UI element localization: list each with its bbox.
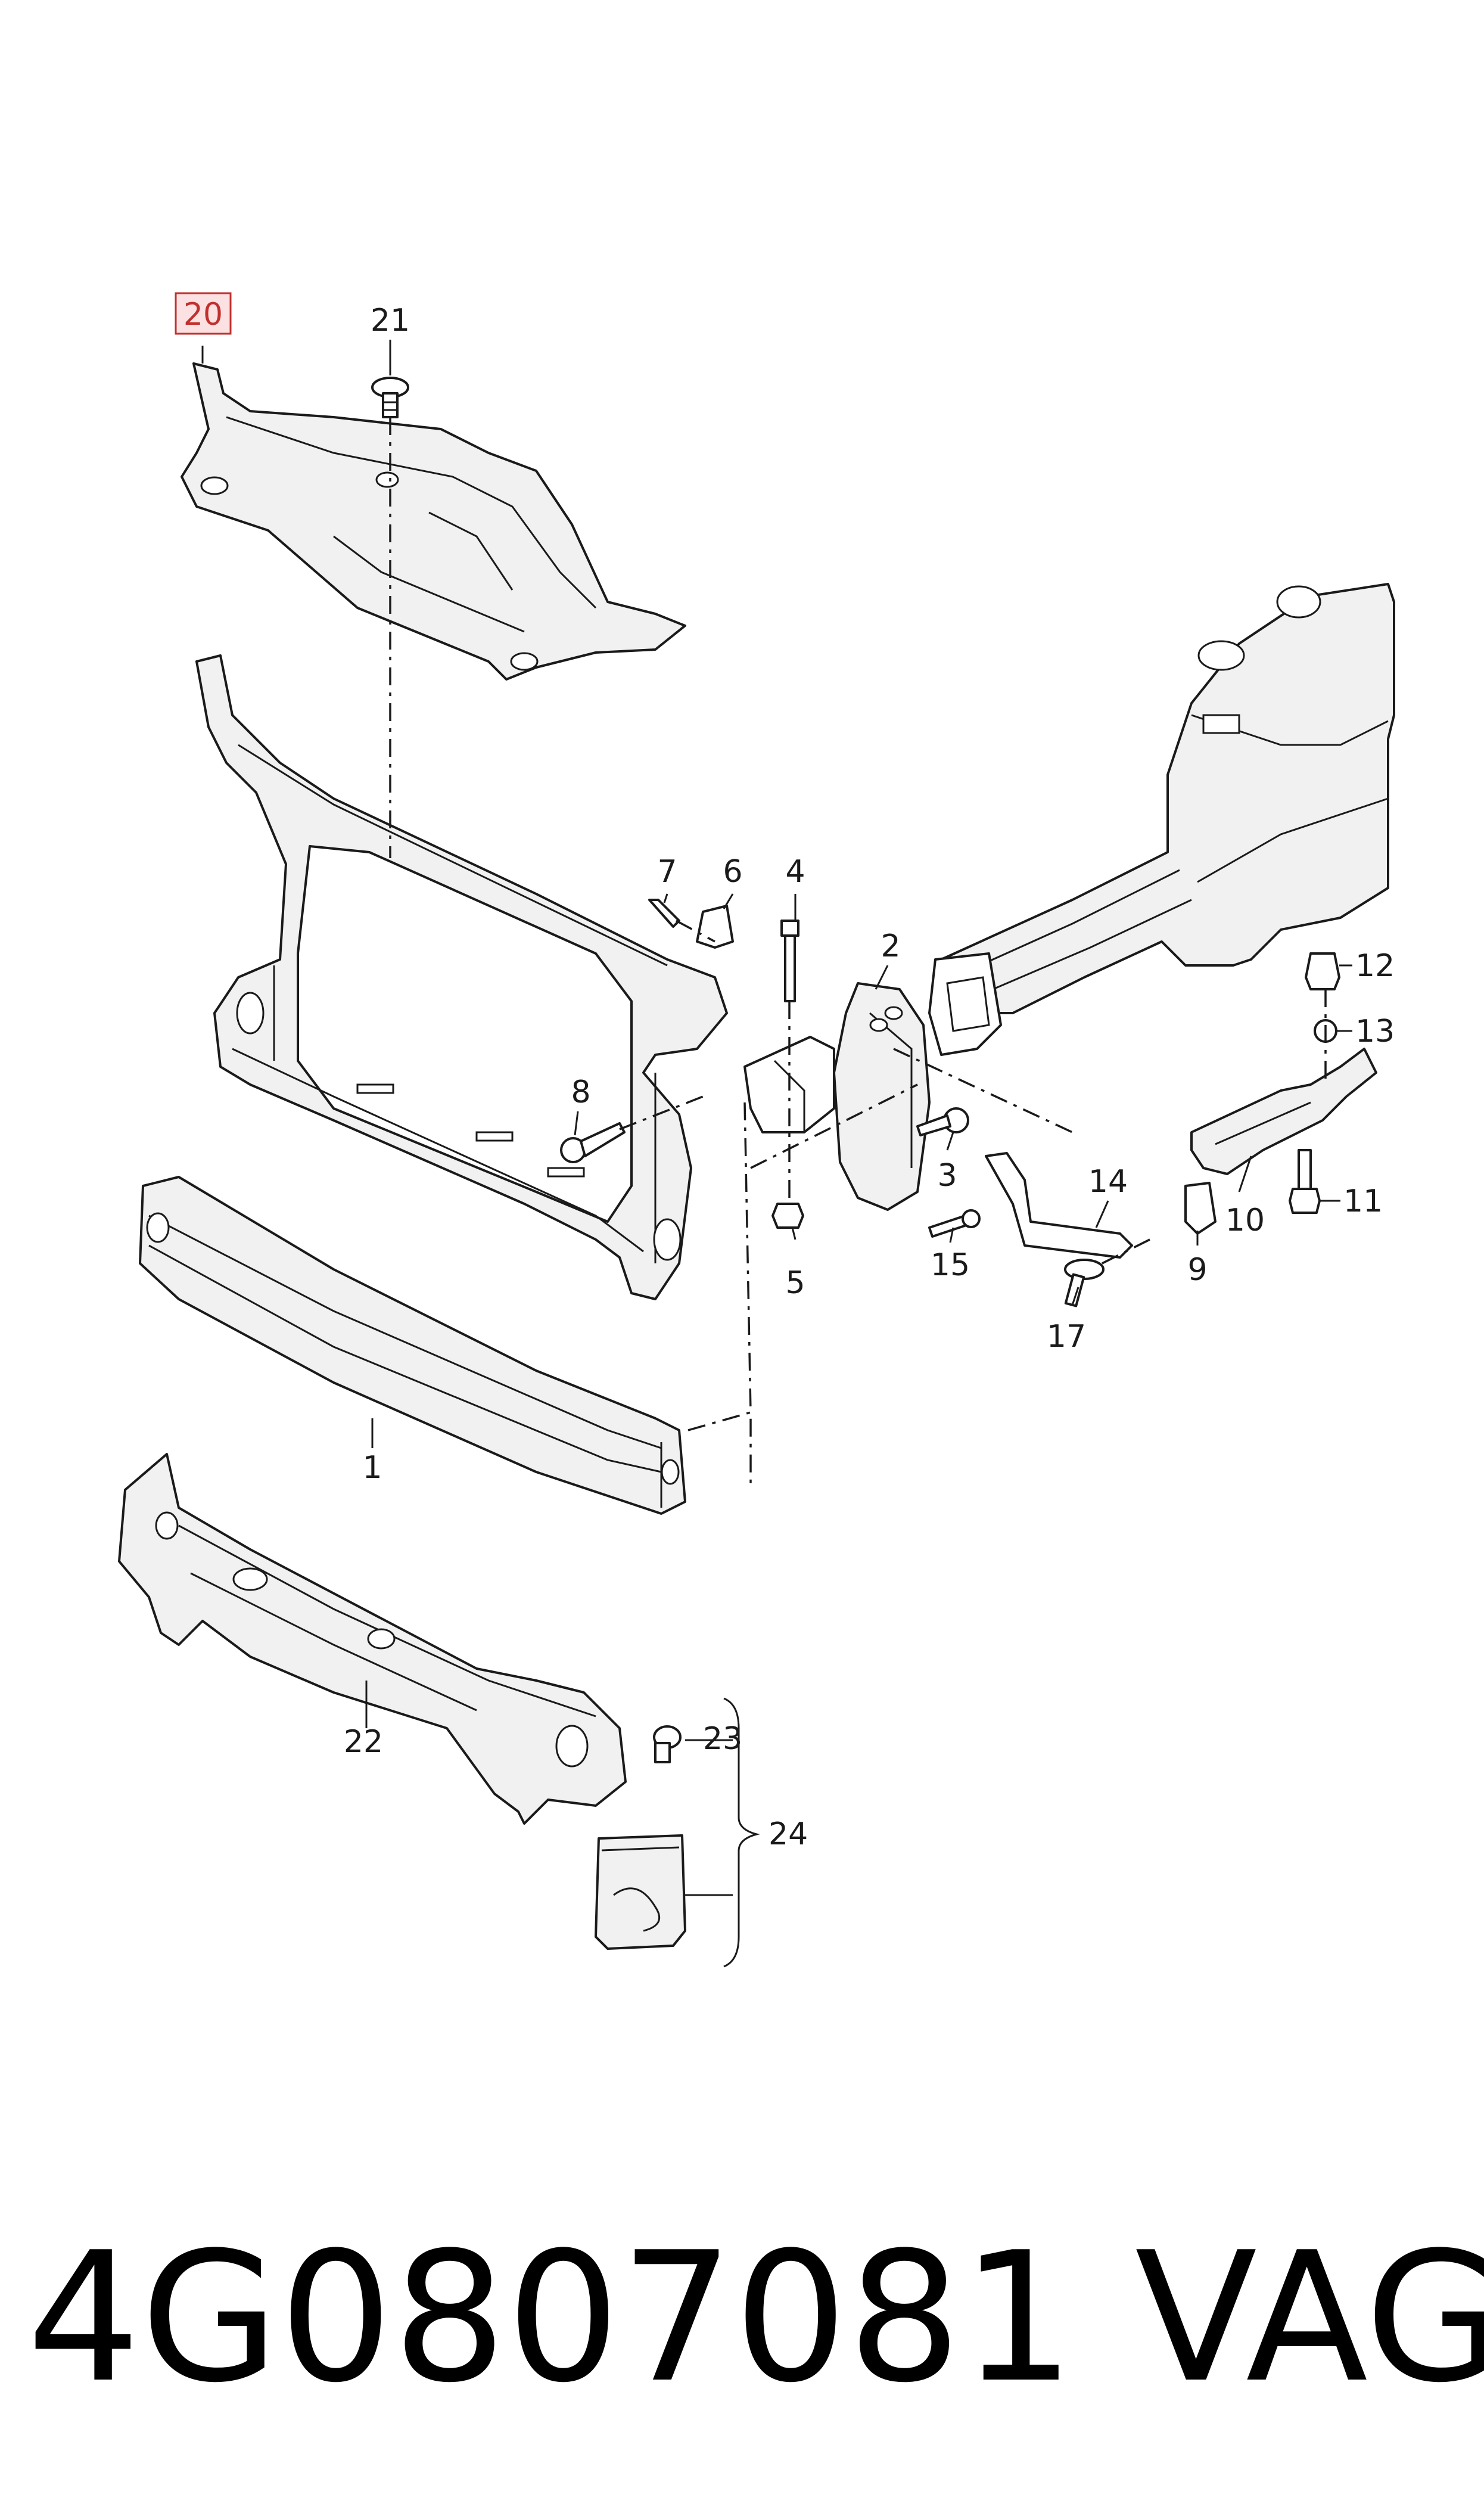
callout-7[interactable]: 7 [657, 854, 677, 890]
part-number-label: 4G0807081 [27, 2214, 1075, 2422]
part-17-screw[interactable] [1064, 1259, 1105, 1307]
assembly-lines [389, 417, 1327, 1490]
part-8-screw[interactable] [560, 1122, 626, 1163]
part-3-screw[interactable] [916, 1107, 969, 1136]
part-15-screw[interactable] [928, 1209, 981, 1238]
part-1-bumper-beam[interactable] [139, 1176, 686, 1515]
callout-15[interactable]: 15 [931, 1247, 970, 1283]
callout-2[interactable]: 2 [881, 928, 900, 964]
part-23-clip[interactable] [653, 1725, 682, 1763]
callout-3[interactable]: 3 [937, 1158, 957, 1194]
part-11-bolt[interactable] [1289, 1149, 1321, 1214]
part-21-clip[interactable] [371, 377, 409, 418]
caption: 4G0807081 VAG [27, 2199, 1484, 2437]
part-7-screw[interactable] [648, 899, 680, 928]
callout-20-highlight [175, 292, 232, 335]
part-4-bolt[interactable] [780, 920, 799, 1002]
callout-1[interactable]: 1 [362, 1450, 382, 1486]
leader-lines [201, 340, 1352, 1728]
callout-11[interactable]: 11 [1343, 1184, 1383, 1219]
part-10-bracket[interactable] [1190, 1048, 1377, 1175]
part-6-bracket[interactable] [696, 905, 734, 949]
callout-8[interactable]: 8 [571, 1074, 590, 1110]
part-12-nut[interactable] [1305, 952, 1340, 990]
callout-14[interactable]: 14 [1088, 1164, 1128, 1200]
member-flange-plate [928, 952, 1002, 1056]
brand-label: VAG [1135, 2214, 1484, 2422]
callout-4[interactable]: 4 [785, 854, 805, 890]
callout-21[interactable]: 21 [371, 303, 410, 338]
part-24-repair-kit-bag[interactable] [595, 1834, 686, 1950]
callout-20[interactable]: 20 [183, 297, 223, 333]
callout-9[interactable]: 9 [1187, 1252, 1207, 1288]
part-22-lower-carrier[interactable] [118, 1453, 627, 1825]
callout-5[interactable]: 5 [785, 1265, 805, 1301]
callout-22[interactable]: 22 [344, 1724, 383, 1760]
body-structure-right [940, 583, 1395, 1014]
callout-12[interactable]: 12 [1355, 948, 1395, 984]
callout-6[interactable]: 6 [723, 854, 742, 890]
part-1-lock-carrier[interactable] [195, 654, 728, 1300]
callout-24[interactable]: 24 [769, 1816, 808, 1852]
part-14-bracket[interactable] [985, 1152, 1133, 1259]
callout-10[interactable]: 10 [1225, 1203, 1265, 1238]
callout-13[interactable]: 13 [1355, 1014, 1395, 1049]
part-9-clip[interactable] [1184, 1182, 1217, 1235]
bracket-24 [723, 1697, 760, 1968]
part-20-upper-cover[interactable] [181, 362, 686, 681]
callout-23[interactable]: 23 [703, 1721, 742, 1757]
part-5-nut[interactable] [771, 1203, 804, 1229]
part-2-deformation-element[interactable] [833, 982, 931, 1211]
callout-17[interactable]: 17 [1047, 1319, 1086, 1355]
